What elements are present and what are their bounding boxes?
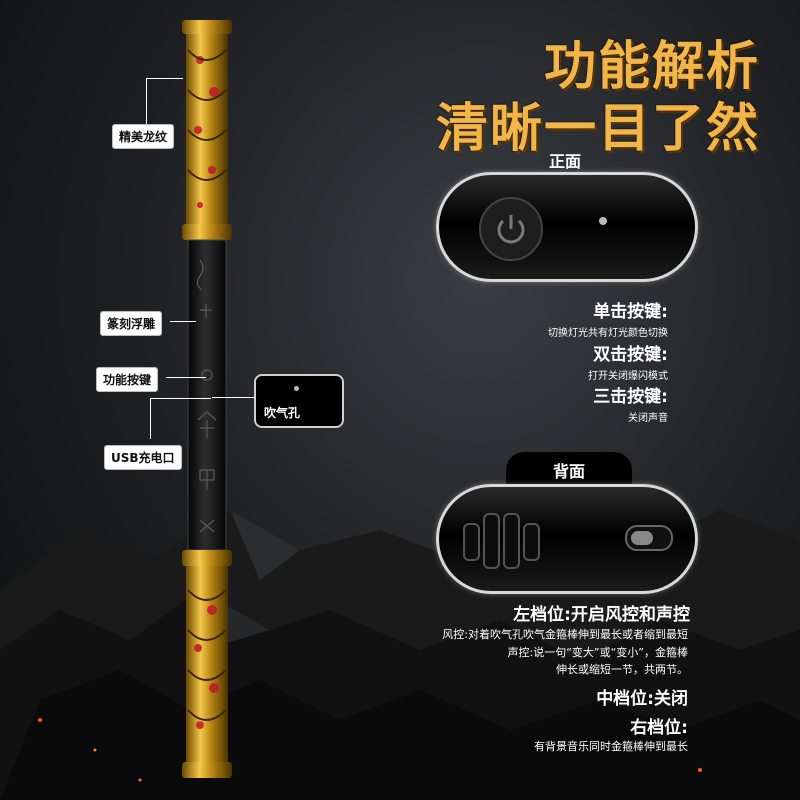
label-seal-relief: 篆刻浮雕 — [100, 311, 163, 336]
double-click-desc: 打开关闭爆闪模式 — [588, 371, 668, 382]
front-view — [436, 172, 698, 282]
single-click-desc: 切换灯光共有灯光颜色切换 — [548, 328, 668, 339]
blow-hole-dot — [294, 386, 299, 391]
middle-position-title: 中档位:关闭 — [596, 689, 688, 709]
triple-click-desc: 关闭声音 — [628, 413, 668, 424]
voice-control-desc-2: 伸长或缩短一节，共两节。 — [556, 663, 688, 676]
golden-staff — [182, 20, 232, 778]
right-position-desc: 有背景音乐同时金箍棒伸到最长 — [534, 740, 688, 753]
back-view — [436, 484, 698, 594]
speaker-slot — [463, 523, 480, 561]
voice-control-desc-1: 声控:说一句“变大”或“变小”，金箍棒 — [507, 646, 689, 659]
label-function-button: 功能按键 — [96, 367, 159, 392]
headline-line-1: 功能解析 — [543, 36, 760, 97]
wind-control-desc: 风控:对着吹气孔吹气金箍棒伸到最长或者缩到最短 — [442, 628, 688, 641]
triple-click-title: 三击按键: — [593, 387, 668, 407]
front-title: 正面 — [548, 152, 581, 171]
leader-dragon — [146, 78, 183, 127]
switch-knob[interactable] — [631, 531, 653, 545]
power-icon — [497, 215, 525, 244]
leader-usb — [150, 398, 211, 439]
label-dragon-pattern: 精美龙纹 — [112, 124, 175, 149]
front-hole-dot — [599, 217, 607, 225]
speaker-slot — [503, 513, 520, 569]
label-usb-charging: USB充电口 — [104, 445, 182, 470]
right-position-title: 右档位: — [630, 718, 688, 738]
single-click-title: 单击按键: — [593, 302, 668, 322]
blow-hole-inset: 吹气孔 — [254, 374, 344, 428]
speaker-slot — [523, 523, 540, 561]
power-button[interactable] — [479, 197, 543, 261]
headline-line-2: 清晰一目了然 — [435, 98, 760, 159]
mode-switch[interactable] — [625, 525, 673, 551]
leader-blow-hole — [212, 397, 254, 398]
speaker-slot — [483, 513, 500, 569]
back-tab — [506, 452, 632, 486]
double-click-title: 双击按键: — [593, 345, 668, 365]
left-position-title: 左档位:开启风控和声控 — [513, 605, 690, 625]
back-title: 背面 — [552, 462, 585, 481]
leader-function-button — [166, 377, 206, 378]
label-blow-hole: 吹气孔 — [264, 406, 301, 420]
leader-seal — [170, 321, 196, 322]
